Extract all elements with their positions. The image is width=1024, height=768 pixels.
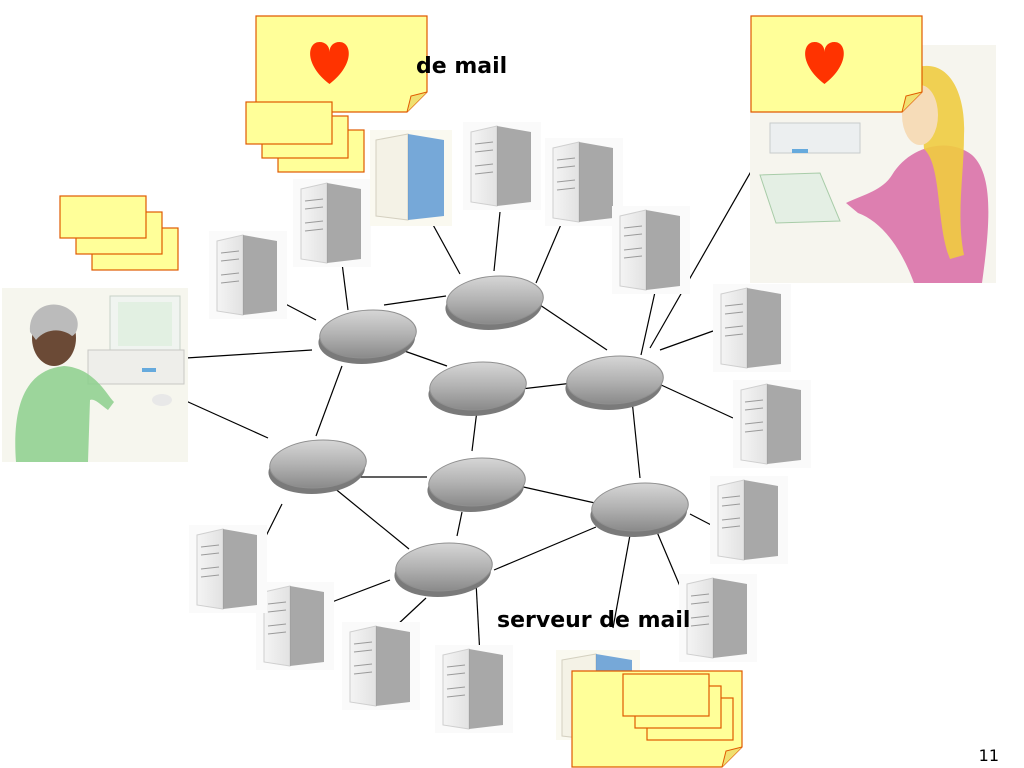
link-24 bbox=[612, 534, 631, 629]
router-2 bbox=[423, 361, 532, 417]
router-6 bbox=[585, 482, 694, 538]
link-21 bbox=[658, 383, 734, 419]
network-links bbox=[185, 139, 770, 657]
link-18 bbox=[535, 221, 563, 284]
link-13 bbox=[185, 400, 269, 439]
link-17 bbox=[493, 211, 501, 272]
computer-0 bbox=[462, 121, 542, 211]
page-number: 11 bbox=[979, 746, 999, 765]
mail-server-top bbox=[370, 130, 452, 226]
router-5 bbox=[422, 457, 531, 513]
sender-person-at-computer bbox=[2, 288, 188, 462]
computer-6 bbox=[732, 379, 812, 469]
link-11 bbox=[493, 526, 597, 571]
router-1 bbox=[440, 275, 549, 331]
computer-3 bbox=[208, 230, 288, 320]
link-9 bbox=[456, 511, 463, 537]
routers bbox=[263, 275, 694, 598]
link-20 bbox=[659, 330, 714, 351]
router-3 bbox=[560, 355, 669, 411]
router-0 bbox=[313, 309, 422, 365]
bottom-server-mail-stack bbox=[622, 673, 734, 741]
link-27 bbox=[323, 579, 391, 606]
mail-notes bbox=[59, 15, 923, 768]
heart-icon bbox=[805, 42, 844, 84]
top-server-mail-stack bbox=[245, 101, 365, 173]
computer-2 bbox=[292, 178, 372, 268]
computer-9 bbox=[434, 644, 514, 734]
link-12 bbox=[185, 349, 313, 359]
link-8 bbox=[518, 485, 596, 504]
link-23 bbox=[656, 531, 683, 592]
link-5 bbox=[315, 365, 343, 437]
computer-4 bbox=[611, 205, 691, 295]
computer-8 bbox=[678, 573, 758, 663]
router-4 bbox=[263, 439, 372, 495]
link-0 bbox=[383, 295, 447, 306]
computer-5 bbox=[712, 283, 792, 373]
top-server-mail-note bbox=[255, 15, 428, 113]
computer-12 bbox=[188, 524, 268, 614]
sender-mail-stack bbox=[59, 195, 179, 271]
link-10 bbox=[332, 486, 410, 550]
link-15 bbox=[341, 262, 349, 311]
link-3 bbox=[520, 382, 574, 390]
label-bottom-server: serveur de mail bbox=[497, 608, 690, 633]
computer-1 bbox=[544, 137, 624, 227]
link-7 bbox=[631, 399, 641, 479]
label-top-server: de mail bbox=[416, 54, 507, 79]
link-1 bbox=[533, 300, 608, 351]
link-29 bbox=[649, 139, 770, 349]
link-26 bbox=[395, 597, 427, 627]
computer-10 bbox=[341, 621, 421, 711]
computer-11 bbox=[255, 581, 335, 671]
link-19 bbox=[640, 291, 656, 356]
heart-icon bbox=[310, 42, 349, 84]
router-7 bbox=[389, 542, 498, 598]
recipient-mail-note bbox=[750, 15, 923, 113]
computer-7 bbox=[709, 475, 789, 565]
link-25 bbox=[475, 581, 481, 657]
